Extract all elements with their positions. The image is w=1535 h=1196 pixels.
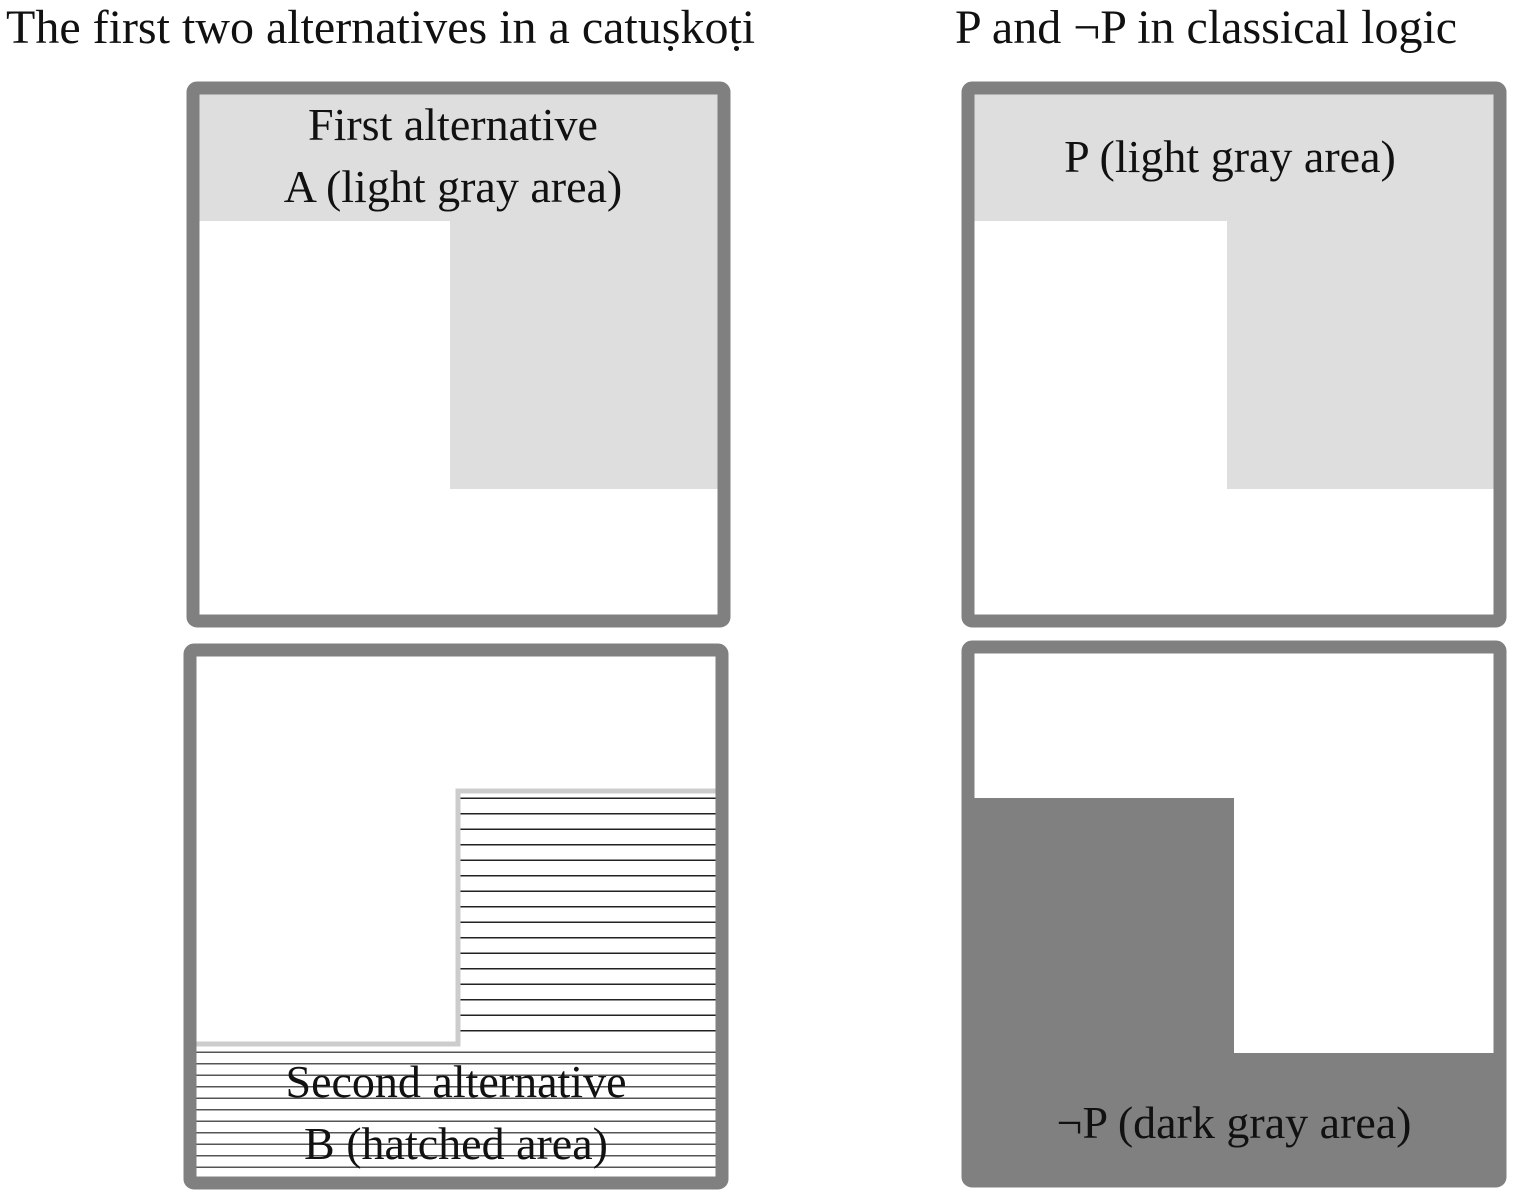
region-not-p-label: ¬P (dark gray area) — [1057, 1097, 1412, 1148]
region-b-hatched-lower — [196, 1044, 716, 1176]
left-column-title: The first two alternatives in a catuṣkoṭ… — [6, 1, 756, 54]
panel-frame — [186, 81, 731, 628]
panel-not-p: ¬P (dark gray area) — [961, 640, 1507, 1188]
region-b-outline — [196, 788, 716, 1047]
panel-frame — [961, 81, 1507, 628]
panel-first-alternative: First alternative A (light gray area) — [186, 81, 731, 628]
first-alternative-label: First alternative — [308, 99, 598, 150]
panel-frame — [961, 640, 1507, 1188]
region-p-light-gray — [974, 94, 1494, 489]
region-b-hatched-upper — [458, 791, 716, 1044]
second-alternative-label: Second alternative — [285, 1056, 626, 1107]
region-p-label: P (light gray area) — [1064, 131, 1396, 182]
region-b-label: B (hatched area) — [304, 1118, 608, 1169]
panel-second-alternative: Second alternative B (hatched area) — [183, 643, 729, 1190]
region-a-label: A (light gray area) — [284, 161, 622, 212]
right-column-title: P and ¬P in classical logic — [955, 1, 1458, 54]
panel-frame — [183, 643, 729, 1190]
region-a-light-gray — [199, 94, 718, 489]
region-not-p-dark-gray — [974, 798, 1494, 1175]
panel-p: P (light gray area) — [961, 81, 1507, 628]
